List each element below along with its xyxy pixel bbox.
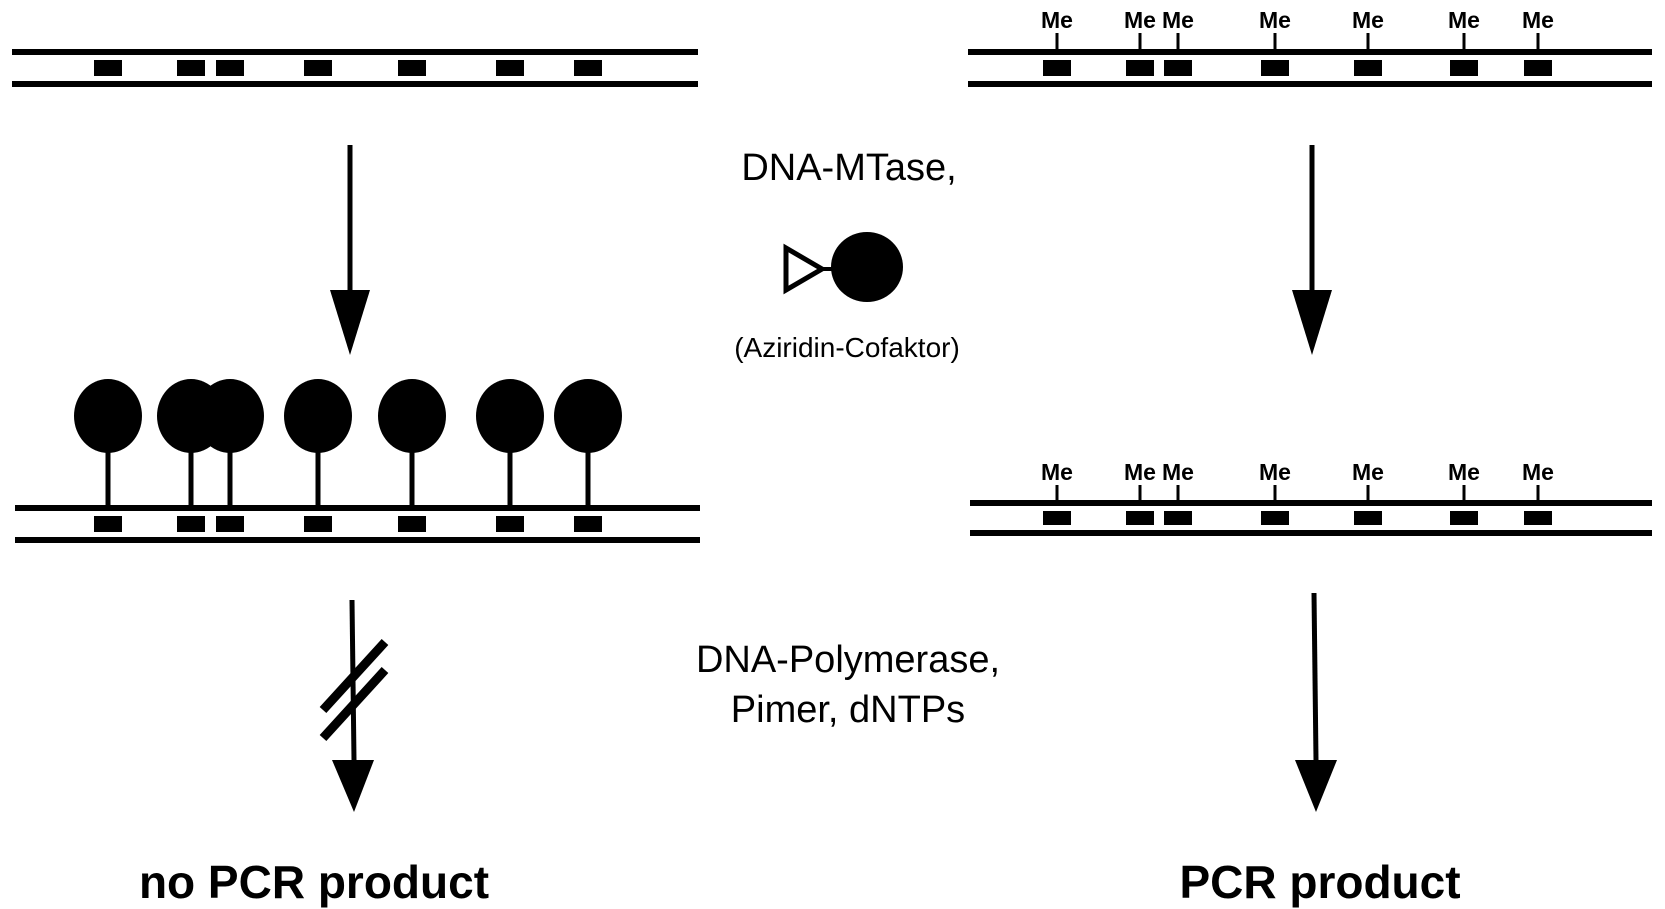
right-result-label: PCR product — [1179, 856, 1460, 908]
recognition-site — [177, 60, 205, 76]
dna-left-middle — [15, 379, 700, 543]
cofactor-label: (Aziridin-Cofaktor) — [734, 332, 960, 363]
methyl-label: Me — [1124, 7, 1156, 33]
recognition-site — [1126, 60, 1154, 76]
blocked-arrow-icon — [319, 599, 389, 812]
methyl-label: Me — [1162, 7, 1194, 33]
recognition-site — [304, 60, 332, 76]
methyl-label: Me — [1041, 459, 1073, 485]
arrow-down-icon — [330, 145, 370, 355]
methyl-label: Me — [1522, 7, 1554, 33]
attached-cofactor — [554, 379, 622, 453]
recognition-site — [1450, 511, 1478, 525]
arrow-down-icon — [1292, 145, 1332, 355]
recognition-site — [1354, 60, 1382, 76]
aziridine-cofactor-icon — [783, 232, 903, 302]
step2-reagent-line2: Pimer, dNTPs — [731, 689, 965, 731]
recognition-site — [574, 60, 602, 76]
recognition-site — [1524, 511, 1552, 525]
recognition-site — [94, 60, 122, 76]
recognition-site — [1524, 60, 1552, 76]
methyl-label: Me — [1162, 459, 1194, 485]
recognition-site — [574, 516, 602, 532]
methyl-label: Me — [1124, 459, 1156, 485]
recognition-site — [1043, 60, 1071, 76]
recognition-site — [1164, 511, 1192, 525]
methyl-label: Me — [1522, 459, 1554, 485]
recognition-site — [496, 516, 524, 532]
dna-left-top — [12, 49, 698, 87]
recognition-site — [94, 516, 122, 532]
recognition-site — [1164, 60, 1192, 76]
attached-cofactor — [196, 379, 264, 453]
arrow-down-icon — [1295, 592, 1337, 812]
recognition-site — [1261, 60, 1289, 76]
recognition-site — [177, 516, 205, 532]
methyl-label: Me — [1352, 7, 1384, 33]
recognition-site — [1450, 60, 1478, 76]
recognition-site — [216, 60, 244, 76]
recognition-site — [1126, 511, 1154, 525]
methyl-label: Me — [1448, 7, 1480, 33]
recognition-site — [1354, 511, 1382, 525]
step2-reagent-line1: DNA-Polymerase, — [696, 639, 1000, 681]
attached-cofactor — [476, 379, 544, 453]
attached-cofactor — [284, 379, 352, 453]
methyl-label: Me — [1259, 459, 1291, 485]
recognition-site — [304, 516, 332, 532]
methyl-label: Me — [1041, 7, 1073, 33]
recognition-site — [496, 60, 524, 76]
left-result-label: no PCR product — [139, 856, 489, 908]
methyl-label: Me — [1448, 459, 1480, 485]
recognition-site — [216, 516, 244, 532]
recognition-site — [398, 60, 426, 76]
recognition-site — [398, 516, 426, 532]
methyl-label: Me — [1352, 459, 1384, 485]
step1-reagent-label: DNA-MTase, — [741, 147, 956, 189]
recognition-site — [1261, 511, 1289, 525]
attached-cofactor — [378, 379, 446, 453]
recognition-site — [1043, 511, 1071, 525]
attached-cofactor — [74, 379, 142, 453]
methyl-label: Me — [1259, 7, 1291, 33]
